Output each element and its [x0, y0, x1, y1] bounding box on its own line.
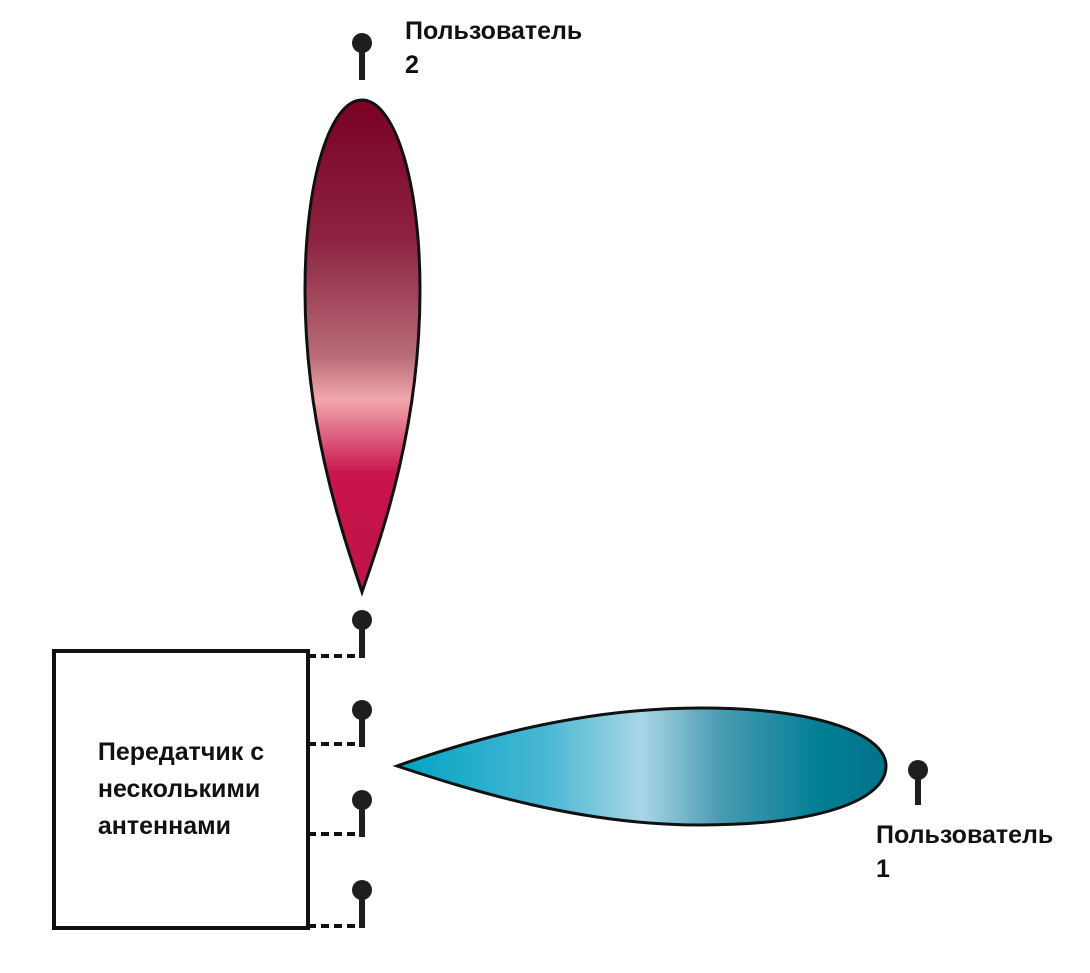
- user-2-label: Пользователь 2: [405, 14, 582, 82]
- transmitter-label-container: Передатчик с несколькими антеннами: [56, 650, 306, 928]
- user-1-label-line2: 1: [876, 855, 890, 883]
- antenna-icon: [352, 700, 372, 747]
- transmitter-box: [52, 649, 310, 930]
- antenna-icon: [352, 33, 372, 80]
- user-1-label: Пользователь 1: [876, 818, 1053, 886]
- transmitter-label-line1: Передатчик с: [97, 737, 265, 766]
- antenna-icon: [352, 790, 372, 837]
- user-1-label-line1: Пользователь: [876, 821, 1054, 849]
- user-2-label-line1: Пользователь: [405, 17, 583, 45]
- transmitter-label-line3: антеннами: [97, 811, 231, 840]
- transmitter-label: Передатчик с несколькими антеннами: [98, 734, 264, 845]
- antenna-icon: [352, 880, 372, 928]
- user-2-label-line2: 2: [405, 51, 419, 79]
- beam-user-1: [392, 706, 888, 827]
- antenna-icon: [352, 610, 372, 658]
- transmitter-label-line2: несколькими: [97, 774, 261, 803]
- antenna-icon: [908, 760, 928, 805]
- beam-user-2: [303, 98, 422, 597]
